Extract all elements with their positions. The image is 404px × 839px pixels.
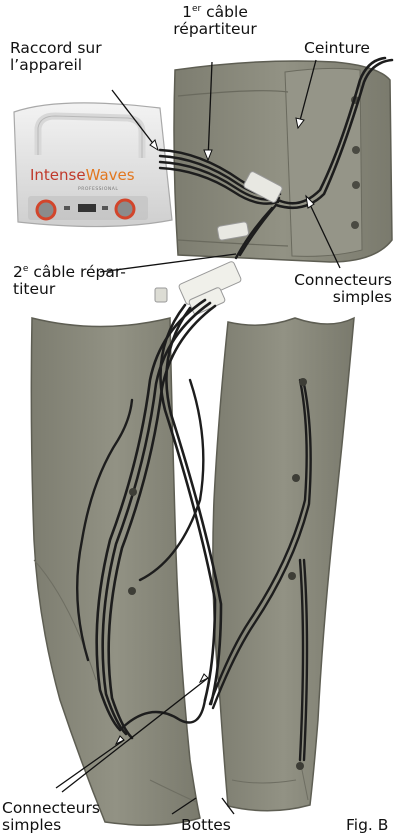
label-connecteurs-left-line1: Connecteurs (2, 800, 100, 817)
label-connecteurs-right: Connecteurs simples (262, 272, 392, 306)
brand-logo: IntenseWaves (30, 166, 135, 184)
right-boot (213, 318, 354, 811)
label-raccord-line2: l’appareil (10, 57, 102, 74)
label-connecteurs-left-line2: simples (2, 817, 100, 834)
label-cable2-line2: titeur (13, 281, 126, 298)
label-cable2-line1: 2e câble répar- (13, 264, 126, 281)
device: IntenseWaves PROFESSIONAL (14, 103, 172, 227)
label-connecteurs-right-line1: Connecteurs (262, 272, 392, 289)
label-raccord-line1: Raccord sur (10, 40, 102, 57)
label-ceinture: Ceinture (304, 40, 370, 57)
svg-text:PROFESSIONAL: PROFESSIONAL (78, 186, 118, 192)
label-cable1: 1er câble répartiteur (160, 4, 270, 38)
label-cable1-line1: 1er câble (160, 4, 270, 21)
label-cable1-line2: répartiteur (160, 21, 270, 38)
figure-caption: Fig. B (346, 817, 388, 834)
label-raccord: Raccord sur l’appareil (10, 40, 102, 74)
label-connecteurs-left: Connecteurs simples (2, 800, 100, 834)
label-bottes: Bottes (181, 817, 231, 834)
label-connecteurs-right-line2: simples (262, 289, 392, 306)
label-cable2: 2e câble répar- titeur (13, 264, 126, 298)
